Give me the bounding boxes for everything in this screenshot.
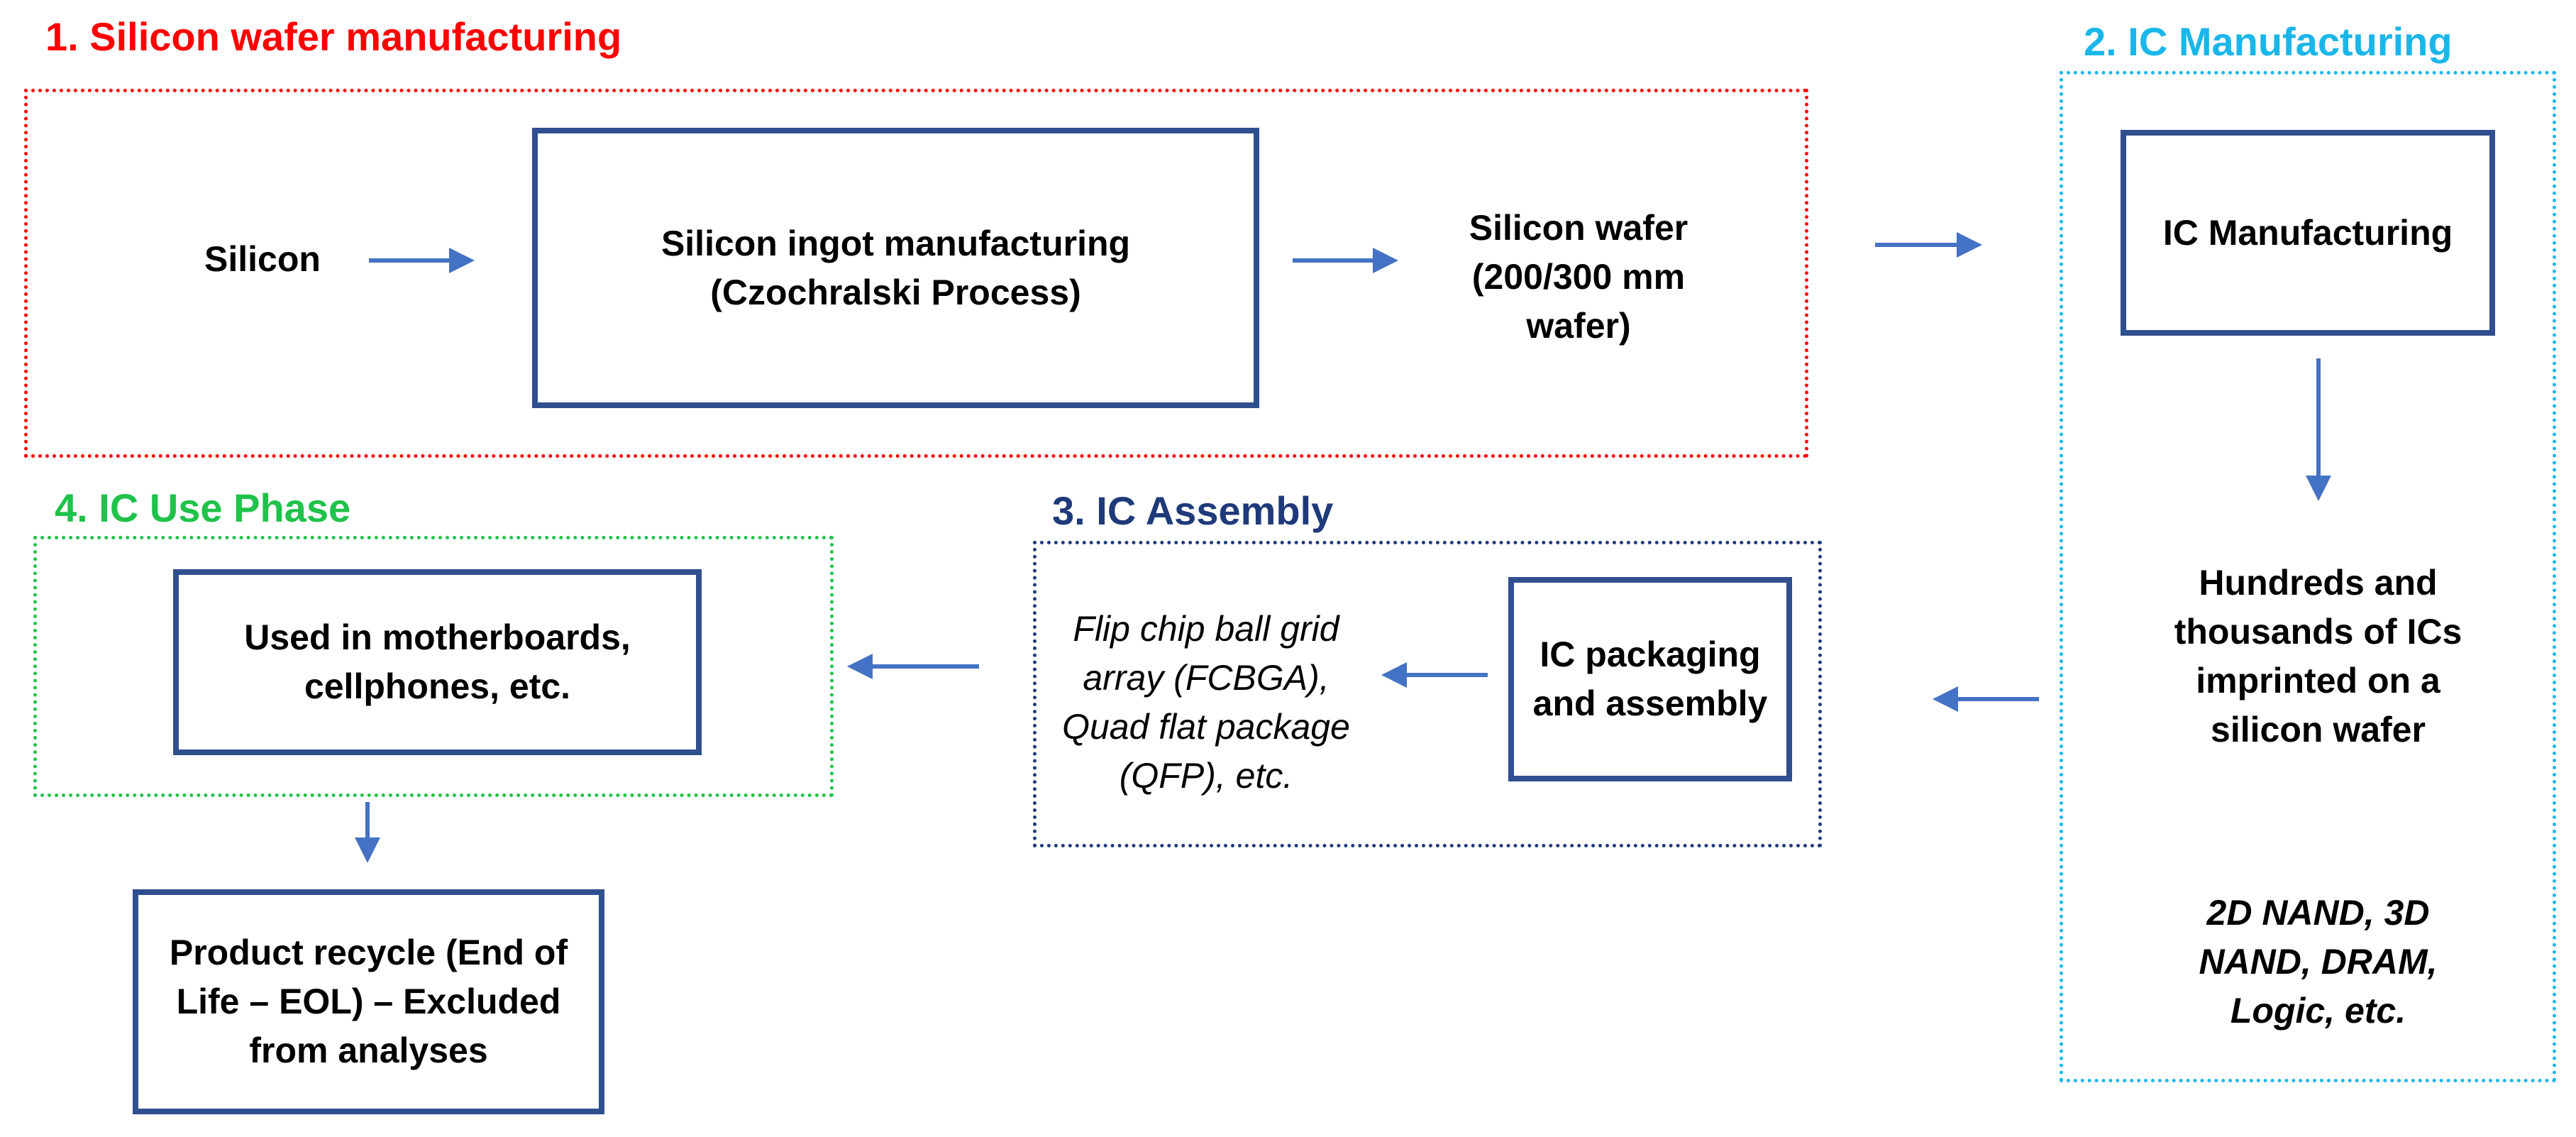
stage3-heading: 3. IC Assembly [1052, 488, 1334, 533]
ic-packaging-label: IC packaging and assembly [1532, 635, 1768, 723]
end-of-life-box: Product recycle (End of Life – EOL) – Ex… [133, 889, 604, 1114]
ingot-manufacturing-label: Silicon ingot manufacturing (Czochralski… [660, 223, 1131, 312]
stage1-container [24, 89, 1808, 458]
stage2-heading: 2. IC Manufacturing [2084, 19, 2453, 64]
stage2-container [2060, 71, 2556, 1082]
use-phase-label: Used in motherboards, cellphones, etc. [244, 617, 631, 706]
ic-packaging-box: IC packaging and assembly [1508, 577, 1792, 781]
stage4-container [33, 536, 834, 797]
use-phase-box: Used in motherboards, cellphones, etc. [173, 569, 702, 755]
stage1-heading: 1. Silicon wafer manufacturing [45, 14, 622, 59]
ingot-manufacturing-box: Silicon ingot manufacturing (Czochralski… [532, 128, 1259, 408]
wafer-label: Silicon wafer (200/300 mm wafer) [1469, 207, 1688, 346]
ic-manufacturing-label: IC Manufacturing [2162, 212, 2453, 253]
ic-examples-label: 2D NAND, 3D NAND, DRAM, Logic, etc. [2199, 892, 2438, 1031]
ic-manufacturing-box: IC Manufacturing [2121, 130, 2495, 336]
package-types-label: Flip chip ball grid array (FCBGA), Quad … [1062, 609, 1350, 796]
stage3-container [1033, 541, 1822, 847]
ics-on-wafer-label: Hundreds and thousands of ICs imprinted … [2174, 563, 2462, 749]
end-of-life-label: Product recycle (End of Life – EOL) – Ex… [169, 933, 568, 1070]
silicon-label: Silicon [204, 238, 321, 279]
stage4-heading: 4. IC Use Phase [55, 485, 351, 530]
